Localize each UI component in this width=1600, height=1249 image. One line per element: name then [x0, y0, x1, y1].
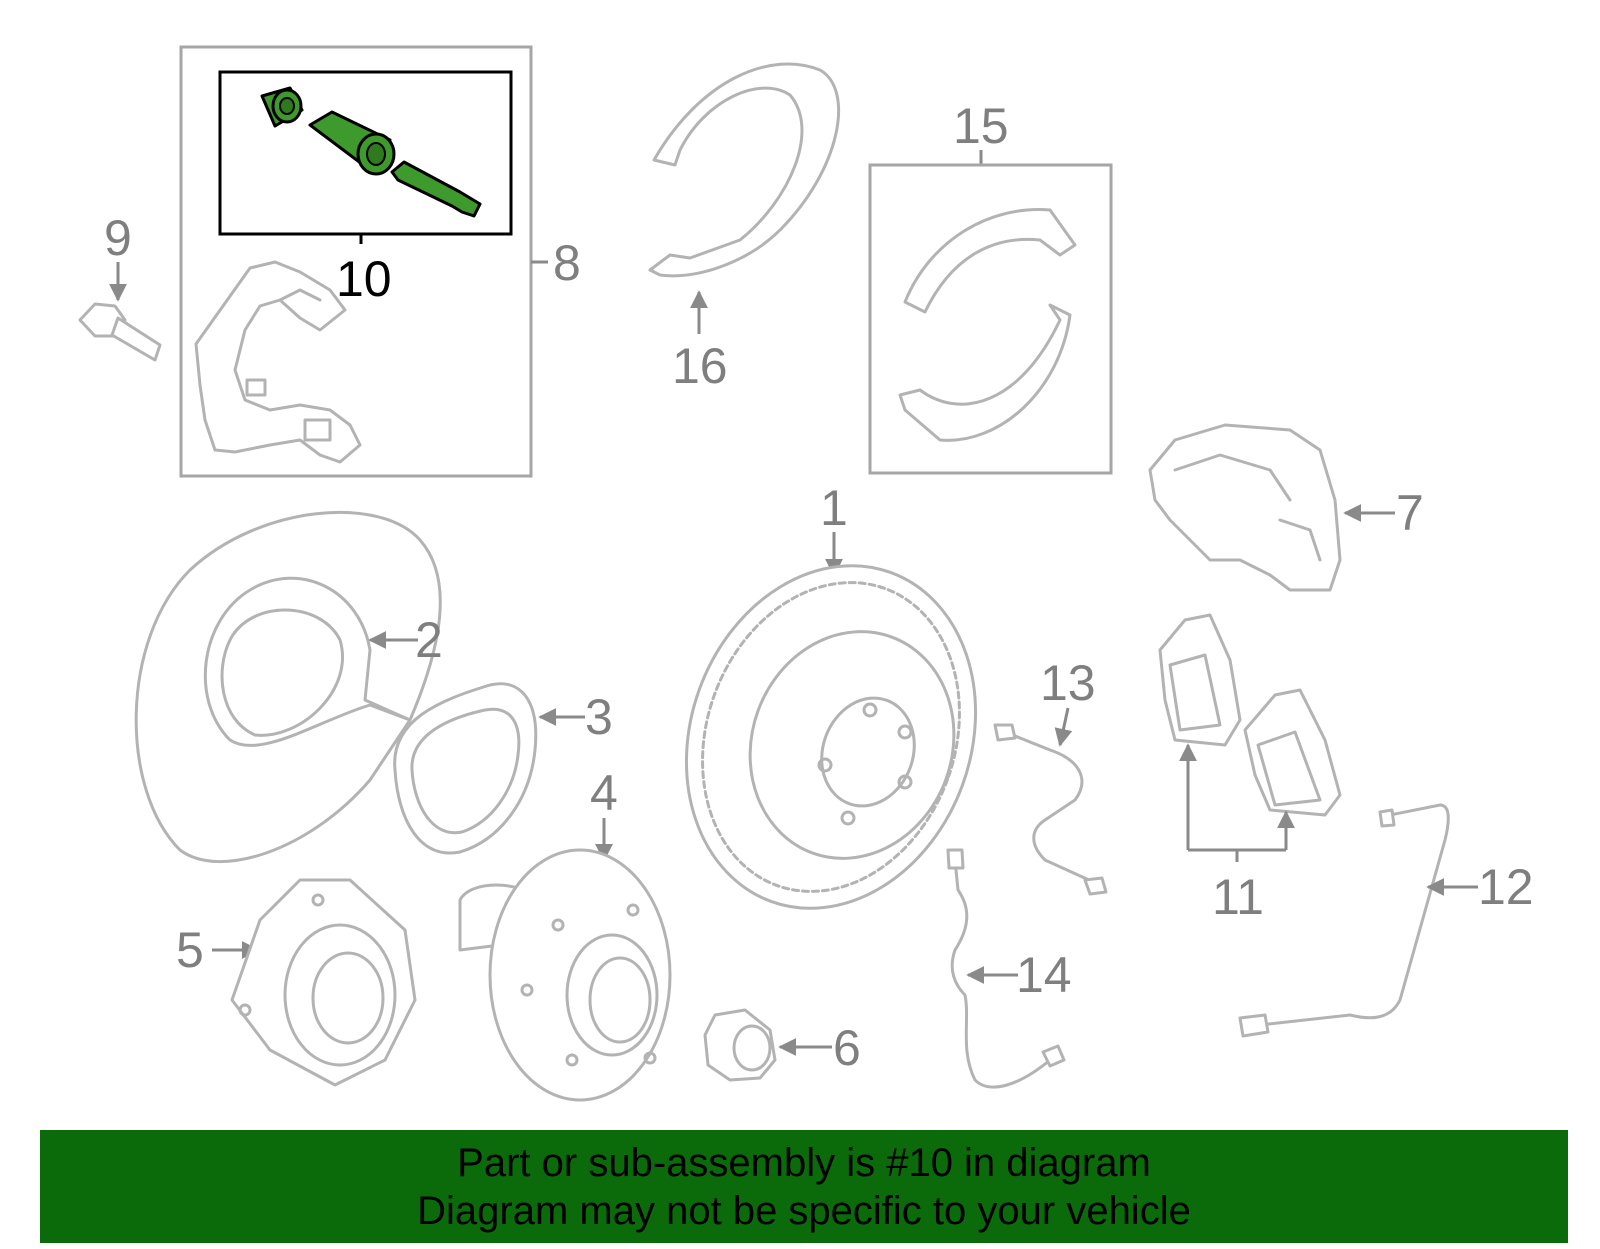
caliper-carrier-bracket	[194, 260, 362, 464]
part-12-group: 12	[1238, 803, 1534, 1038]
part-8-group: 8	[179, 45, 581, 478]
part-9-group: 9	[78, 210, 162, 362]
guide-pin-bushing	[260, 86, 304, 128]
callout-3: 3	[585, 689, 613, 745]
shield-gasket	[393, 682, 538, 855]
guide-pin	[390, 160, 482, 218]
part-7-group: 7	[1148, 423, 1424, 592]
brake-hose	[998, 728, 1102, 887]
callout-2: 2	[415, 612, 443, 668]
pad-wear-sensor-rear	[1258, 803, 1450, 1027]
part-15-group: 15	[868, 98, 1113, 475]
part-10-box	[218, 70, 513, 236]
part-11-group: 11	[1158, 613, 1342, 925]
callout-7: 7	[1396, 485, 1424, 541]
brake-shoe-upper	[903, 208, 1077, 314]
callout-14: 14	[1016, 947, 1072, 1003]
callout-15: 15	[953, 98, 1009, 154]
part-13-group: 13	[993, 655, 1108, 896]
callout-9: 9	[104, 210, 132, 266]
part-5-group: 5	[176, 878, 417, 1087]
callout-10: 10	[336, 251, 392, 307]
guide-pin-sleeve	[308, 110, 396, 176]
part-10-group: 10	[218, 70, 513, 307]
part-3-group: 3	[393, 682, 613, 855]
part-4-group: 4	[458, 765, 672, 1102]
callout-5: 5	[176, 922, 204, 978]
brake-caliper	[1148, 423, 1342, 592]
wheel-bearing	[230, 878, 417, 1087]
banner-line-disclaimer: Diagram may not be specific to your vehi…	[417, 1188, 1191, 1233]
axle-nut	[703, 1008, 777, 1082]
callout-6: 6	[833, 1020, 861, 1076]
callout-8: 8	[553, 235, 581, 291]
part-15-box	[868, 163, 1113, 475]
part-6-group: 6	[703, 1008, 861, 1082]
brake-pad-inner	[1158, 613, 1242, 747]
callout-12: 12	[1478, 859, 1534, 915]
callout-13: 13	[1040, 655, 1096, 711]
callout-16: 16	[672, 338, 728, 394]
part-1-group: 1	[684, 480, 978, 910]
dust-shield	[134, 510, 442, 864]
part-14-group: 14	[946, 848, 1072, 1089]
abs-speed-sensor	[950, 858, 1052, 1089]
callout-11: 11	[1212, 869, 1264, 925]
parking-brake-shield	[648, 62, 841, 278]
brake-parts-diagram: 8 10 9 16	[78, 45, 1534, 1102]
callout-4: 4	[590, 765, 618, 821]
part-2-group: 2	[134, 510, 443, 864]
brake-rotor	[684, 564, 978, 910]
banner-line-part-number: Part or sub-assembly is #10 in diagram	[457, 1140, 1151, 1185]
brake-shoe-lower	[898, 303, 1072, 442]
callout-1: 1	[820, 480, 848, 536]
part-16-group: 16	[648, 62, 841, 394]
info-banner: Part or sub-assembly is #10 in diagram D…	[40, 1130, 1568, 1243]
